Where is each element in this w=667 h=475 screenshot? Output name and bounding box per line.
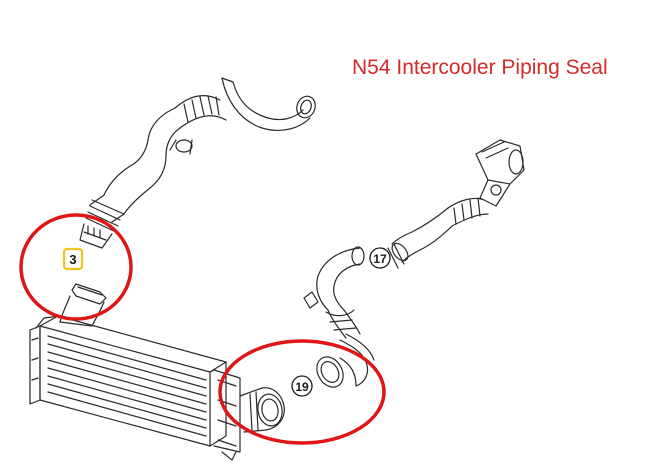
highlight-ring-right [218, 339, 386, 445]
highlight-ring-left [19, 213, 133, 321]
charge-pipe-17 [303, 139, 525, 388]
callout-3-label: 3 [69, 252, 76, 267]
diagram-title: N54 Intercooler Piping Seal [352, 56, 608, 79]
callout-19-label: 19 [295, 380, 309, 394]
callout-3: 3 [62, 247, 84, 271]
highlight-rings [19, 213, 386, 445]
callout-17: 17 [369, 247, 391, 269]
intercooler-core [29, 315, 285, 461]
callout-19: 19 [291, 375, 313, 397]
callout-17-label: 17 [373, 252, 387, 266]
upper-charge-pipe [79, 77, 316, 249]
